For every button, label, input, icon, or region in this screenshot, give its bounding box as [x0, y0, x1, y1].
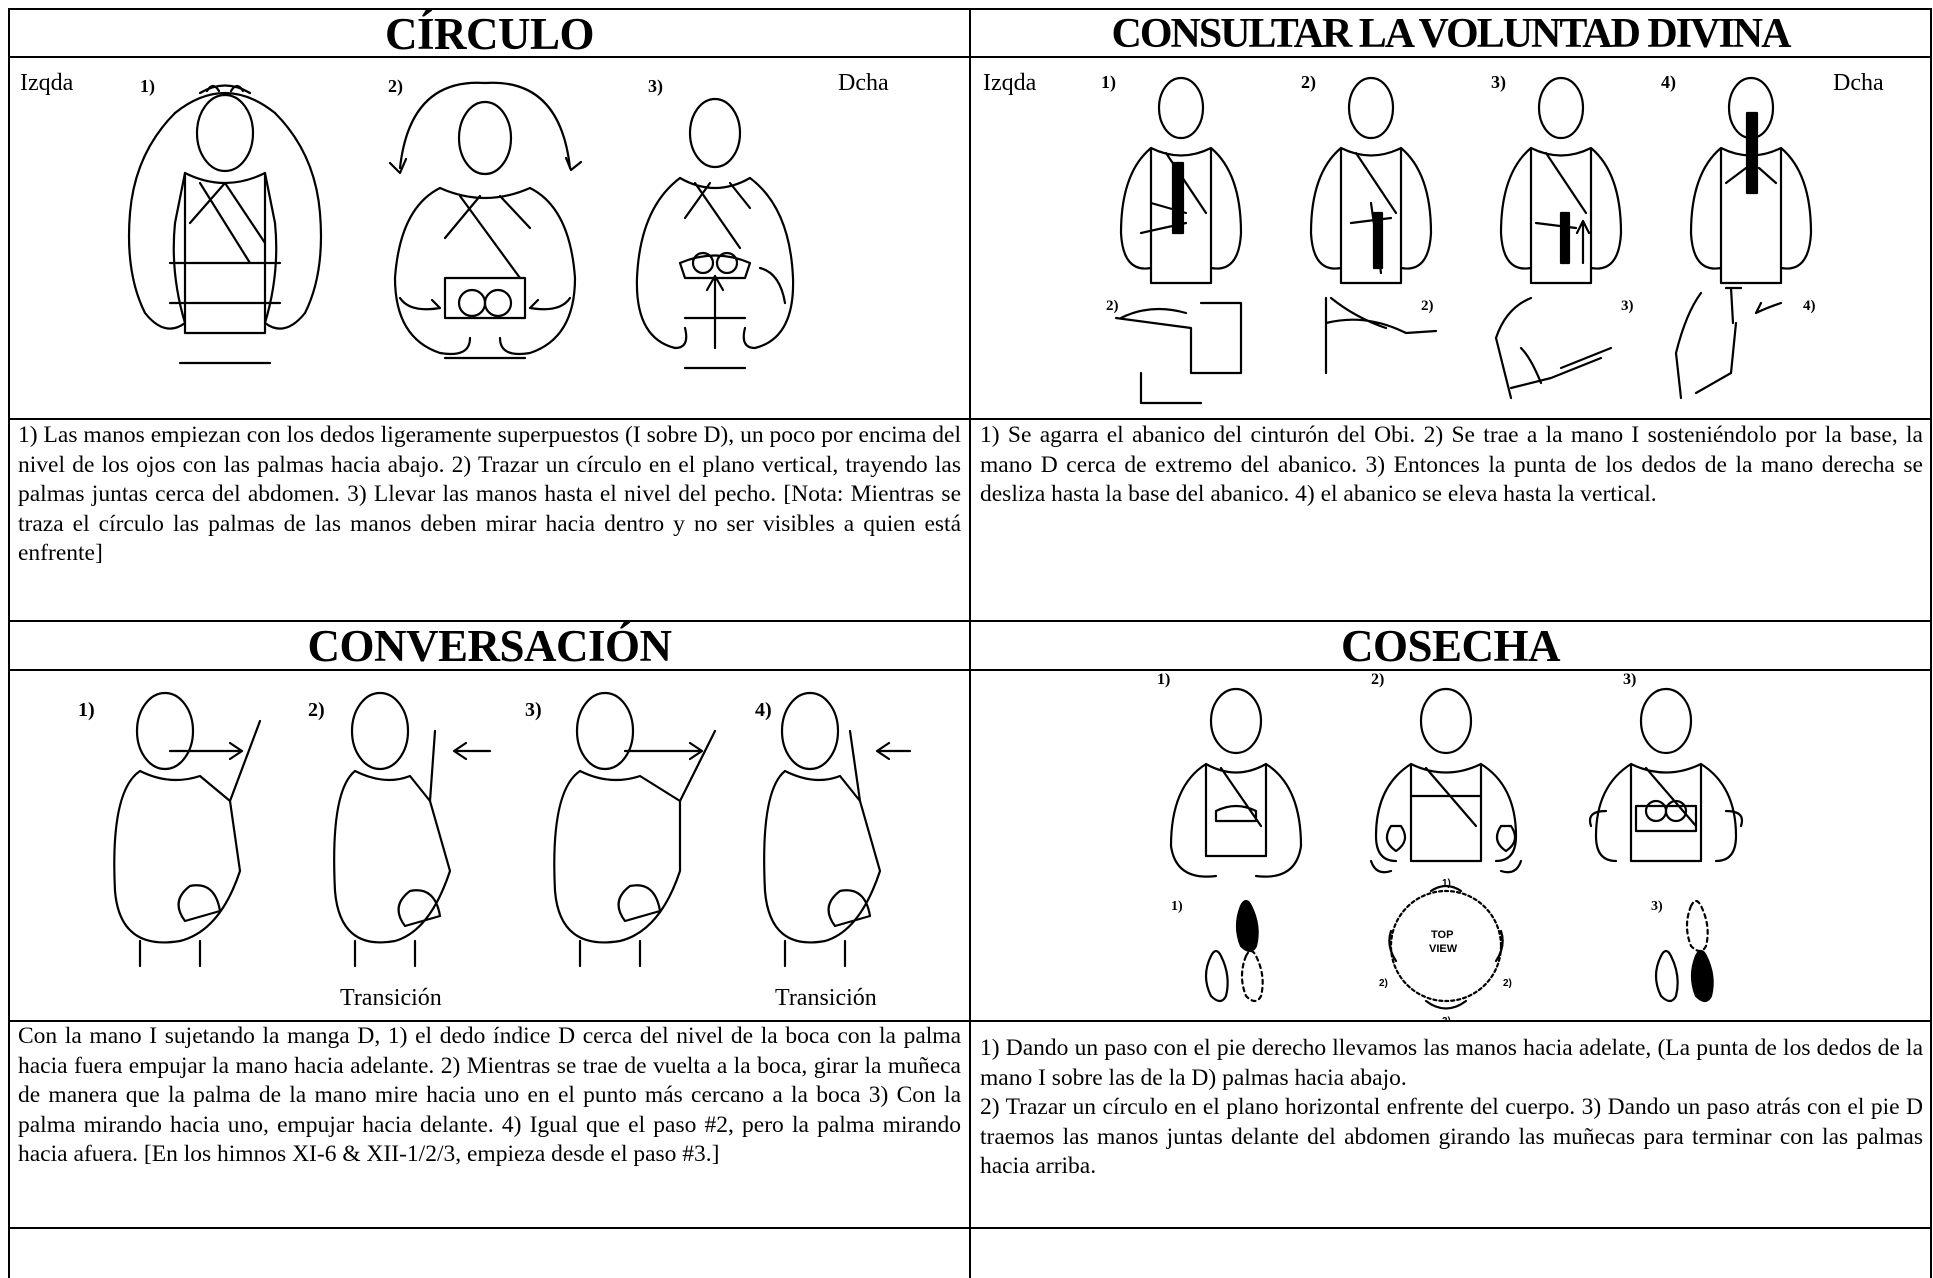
table-border-left [8, 8, 10, 1278]
panel-illustration-conversacion: 1) 2) 3) 4) Transición Transición [10, 671, 969, 1020]
row-divider [8, 1020, 1932, 1022]
panel-description-conversacion: Con la mano I sujetando la manga D, 1) e… [18, 1023, 961, 1167]
row-divider [8, 56, 1932, 58]
step-label: 2) [308, 699, 325, 721]
column-divider [969, 8, 971, 1278]
detail-label: 4) [1803, 298, 1816, 314]
step-label: 3) [648, 76, 663, 96]
row-divider [8, 1227, 1932, 1229]
left-side-label: Izqda [20, 70, 74, 96]
step-label: 1) [1157, 671, 1171, 688]
figure-hands-above-head [127, 84, 323, 365]
step-label: 2) [1301, 72, 1316, 92]
step-label: 4) [755, 699, 772, 721]
row-divider [8, 669, 1932, 671]
step-label: 3) [525, 699, 542, 721]
detail-label: 2) [1106, 298, 1119, 314]
step-label: 2) [388, 76, 403, 96]
table-border-right [1930, 8, 1932, 1278]
row-divider [8, 620, 1932, 622]
cosecha-description-line2: 2) Trazar un círculo en el plano horizon… [980, 1094, 1923, 1179]
panel-title-consultar: CONSULTAR LA VOLUNTAD DIVINA [1111, 11, 1792, 56]
transition-label: Transición [775, 985, 877, 1011]
gesture-reference-sheet: CÍRCULO Izqda Dcha 1) 2) 3) [8, 8, 1932, 1278]
right-side-label: Dcha [1833, 70, 1884, 96]
step-label: 1) [140, 76, 155, 96]
svg-text:2): 2) [1379, 978, 1388, 989]
right-side-label: Dcha [838, 70, 889, 96]
row-divider [8, 418, 1932, 420]
figures-fan-sequence [1114, 76, 1813, 405]
svg-text:1): 1) [1442, 878, 1451, 889]
row-divider [8, 8, 1932, 10]
figure-tracing-circle [388, 81, 583, 360]
figures-conversation-sequence [113, 691, 912, 968]
step-label: 1) [78, 699, 95, 721]
step-label: 1) [1101, 72, 1116, 92]
panel-title-conversacion: CONVERSACIÓN [307, 622, 672, 669]
svg-text:2): 2) [1503, 978, 1512, 989]
figures-harvest-sequence: TOP VIEW 1) 2) 2) 3) [1169, 687, 1744, 1020]
step-label: 3) [1623, 671, 1637, 688]
step-label: 4) [1661, 72, 1676, 92]
svg-text:TOP: TOP [1431, 929, 1453, 941]
panel-description-consultar: 1) Se agarra el abanico del cinturón del… [980, 422, 1923, 507]
panel-illustration-circulo: Izqda Dcha 1) 2) 3) [10, 58, 969, 418]
empty-cell-left [10, 1229, 969, 1278]
panel-illustration-consultar: Izqda Dcha 1) 2) 3) 4) 2) 2) 3) 4) [971, 58, 1930, 418]
svg-text:VIEW: VIEW [1429, 943, 1458, 955]
gesture-table: CÍRCULO Izqda Dcha 1) 2) 3) [8, 8, 1932, 1278]
step-label: 3) [1491, 72, 1506, 92]
detail-label: 3) [1621, 298, 1634, 314]
panel-description-cosecha: 1) Dando un paso con el pie derecho llev… [974, 1034, 1929, 1224]
foot-label: 1) [1171, 899, 1183, 914]
svg-text:3): 3) [1442, 1016, 1451, 1020]
left-side-label: Izqda [983, 70, 1037, 96]
panel-illustration-cosecha: 1) 2) 3) 1) 3) [971, 671, 1930, 1020]
cosecha-description-line1: 1) Dando un paso con el pie derecho llev… [980, 1035, 1923, 1091]
transition-label: Transición [340, 985, 442, 1011]
empty-cell-right [971, 1229, 1930, 1278]
figure-hands-to-chest [635, 97, 795, 370]
panel-title-cosecha: COSECHA [1340, 622, 1561, 669]
panel-description-circulo: 1) Las manos empiezan con los dedos lige… [18, 422, 961, 566]
foot-label: 3) [1651, 899, 1663, 914]
detail-label: 2) [1421, 298, 1434, 314]
panel-title-circulo: CÍRCULO [384, 10, 595, 56]
step-label: 2) [1371, 671, 1385, 688]
